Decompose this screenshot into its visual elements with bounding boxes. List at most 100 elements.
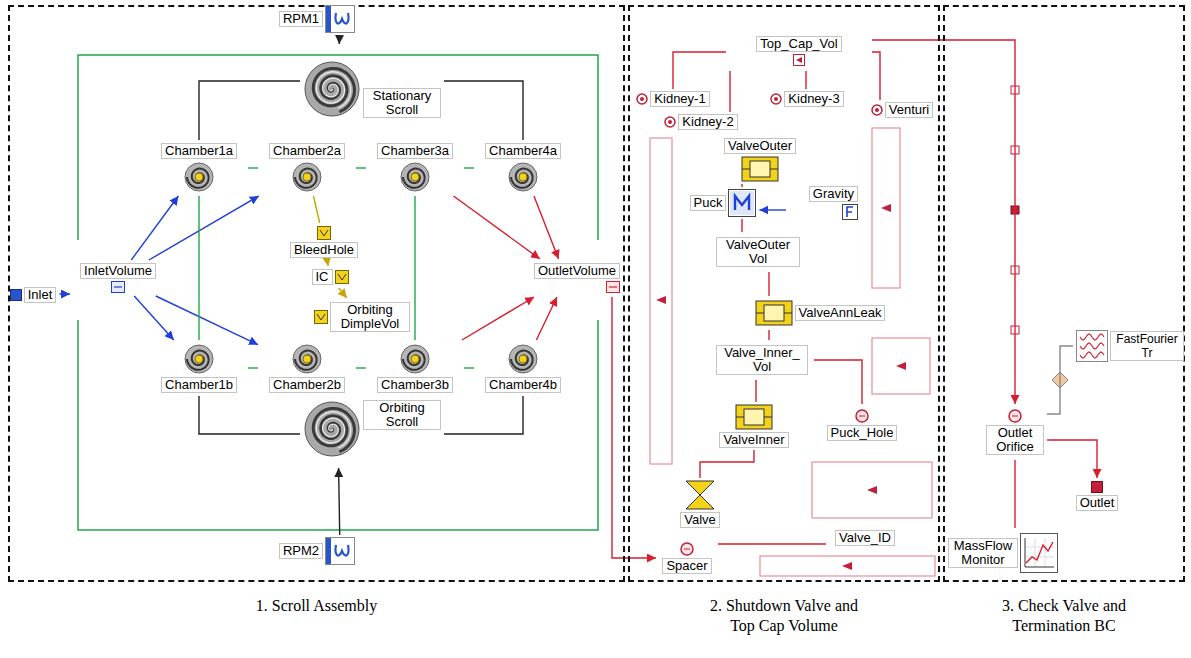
- component-block: Inlet: [7, 284, 60, 306]
- bleed-icon-part: [320, 230, 328, 236]
- component-block: ValveAnnLeak: [750, 296, 890, 330]
- component-label: Chamber3a: [377, 143, 453, 159]
- component-block: Chamber2b: [258, 340, 356, 396]
- component-label: OutletVolume: [534, 263, 620, 279]
- component-label: Chamber2a: [269, 143, 345, 159]
- chart-icon-part: [1025, 538, 1054, 567]
- component-block: ValveOuter: [710, 136, 810, 184]
- vol-icon-part: [794, 55, 805, 66]
- component-label: Chamber1b: [161, 377, 237, 393]
- kid-icon-part: [875, 108, 879, 112]
- chamber-icon-part: [185, 163, 213, 191]
- cyl-icon-part: [744, 409, 764, 425]
- kid-icon-part: [668, 120, 672, 124]
- flow-connector: [199, 81, 300, 140]
- omega-icon-part: [336, 13, 349, 24]
- chamber-icon-part: [187, 351, 209, 370]
- chamber-icon-part: [293, 163, 321, 191]
- bleed-icon-part: [338, 274, 346, 280]
- cyl-icon-part: [756, 313, 792, 314]
- flow-connector: [741, 184, 742, 187]
- flow-connector: [444, 396, 523, 434]
- component-block: Kidney-3: [766, 89, 848, 109]
- component-block: Chamber4b: [474, 340, 572, 396]
- component-label: Valve: [680, 512, 720, 528]
- mass-icon-part: [735, 196, 749, 210]
- chamber-icon: [291, 161, 323, 193]
- chart-icon: [1020, 533, 1058, 573]
- port-icon: [111, 281, 125, 293]
- component-label: ValveAnnLeak: [795, 305, 886, 321]
- chamber-icon-part: [509, 345, 537, 373]
- flow-connector: [156, 296, 258, 345]
- component-label: Orbiting DimpleVol: [330, 302, 410, 332]
- volume-marker: [881, 204, 891, 212]
- region-panel: 1. Scroll AssemblyRPM1Stationary ScrollC…: [8, 5, 625, 582]
- cyl-icon: [741, 156, 779, 182]
- kid-icon-part: [640, 97, 644, 101]
- bleed-icon: [314, 310, 328, 324]
- vol-icon-part: [796, 57, 802, 63]
- flow-connector: [741, 219, 742, 232]
- flow-connector: [414, 196, 415, 340]
- scroll-icon-part: [313, 408, 354, 451]
- bleed-icon-part: [315, 311, 328, 324]
- component-label: Kidney-3: [784, 91, 843, 107]
- component-block: MassFlow Monitor: [945, 528, 1061, 578]
- fft-icon-part: [1077, 331, 1108, 362]
- chamber-icon-part: [411, 173, 419, 181]
- flow-connector: [1047, 440, 1097, 478]
- region-caption: 2. Shutdown Valve and Top Cap Volume: [702, 596, 867, 636]
- volume-pipe: [872, 128, 900, 288]
- component-block: Gravity: [786, 184, 858, 222]
- bleed-icon-part: [335, 271, 348, 284]
- flow-connector: [534, 196, 559, 259]
- valve-icon-part: [686, 481, 714, 495]
- chamber-icon-part: [401, 345, 429, 373]
- component-label: MassFlow Monitor: [948, 538, 1018, 568]
- component-label: Chamber2b: [269, 377, 345, 393]
- component-block: RPM2: [276, 535, 358, 567]
- component-block: Chamber1a: [150, 140, 248, 196]
- chamber-icon: [183, 343, 215, 375]
- component-block: RPM1: [276, 3, 358, 35]
- component-block: Chamber2a: [258, 140, 356, 196]
- green-loop-line: [78, 55, 598, 240]
- scroll-icon: [303, 400, 361, 458]
- flow-connector: [462, 297, 534, 340]
- kid-icon: [636, 93, 648, 105]
- fft-icon-part: [1080, 334, 1104, 340]
- component-label: Inlet: [24, 287, 57, 303]
- omega-icon-part: [336, 545, 349, 556]
- flow-connector: [872, 52, 880, 100]
- flow-connector: [313, 196, 319, 223]
- chamber-icon-part: [293, 345, 321, 373]
- component-label: Valve_Inner_ Vol: [716, 345, 808, 375]
- component-block: Venturi: [868, 100, 936, 120]
- component-block: Top_Cap_Vol: [726, 31, 872, 71]
- component-block: Orbiting Scroll: [300, 400, 444, 468]
- region-panel: 3. Check Valve and Termination BCFastFou…: [943, 5, 1185, 582]
- flow-connector: [339, 35, 341, 44]
- force-icon-part: [843, 205, 858, 220]
- kid-icon: [871, 104, 883, 116]
- chart-icon-part: [1025, 538, 1054, 567]
- volume-marker: [896, 362, 906, 370]
- component-label: IC: [312, 269, 333, 285]
- kid-icon-part: [665, 117, 675, 127]
- circ-icon-part: [1012, 416, 1018, 417]
- component-label: Gravity: [809, 186, 858, 202]
- kid-icon-part: [637, 94, 647, 104]
- chamber-icon-part: [401, 163, 429, 191]
- flow-connector: [59, 293, 70, 294]
- flow-connector: [453, 196, 539, 259]
- cyl-icon-part: [736, 405, 772, 429]
- cyl-icon-part: [742, 157, 778, 181]
- cyl-icon-part: [750, 161, 770, 177]
- component-label: ValveOuter: [724, 138, 796, 154]
- flow-connector: [759, 209, 786, 210]
- component-block: Spacer: [656, 540, 718, 576]
- kid-icon-part: [774, 97, 778, 101]
- scroll-icon-part: [313, 68, 354, 111]
